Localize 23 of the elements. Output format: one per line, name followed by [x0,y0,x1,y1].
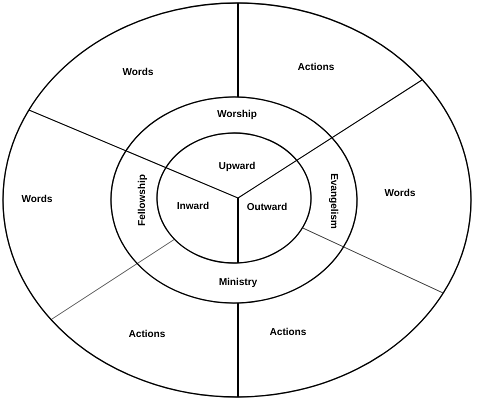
segment-label: Words [122,67,154,79]
middle-ring-segment [110,149,150,265]
segment-label: Ministry [218,277,258,289]
segment-label: Evangelism [327,173,339,229]
middle-ring-segment [136,245,345,304]
middle-ring-segment [124,95,333,152]
outer-ring-segment [237,292,445,398]
outer-ring-segment [50,318,239,399]
segment-label: Actions [298,62,334,74]
segment-label: Actions [128,329,166,341]
segment-label: Actions [270,327,306,339]
outer-ring-segment [383,78,472,295]
segment-label: Worship [217,109,257,121]
outer-ring-segment [2,108,54,321]
outer-ring-segment [27,1,239,111]
segment-label: Inward [176,201,210,213]
segment-label: Words [384,188,416,200]
outer-ring-segment [237,2,424,81]
segment-label: Upward [218,161,256,173]
middle-ring-segment [326,136,359,248]
segment-label: Fellowship [137,174,149,226]
segment-label: Outward [246,202,288,214]
segment-label: Words [22,194,52,206]
